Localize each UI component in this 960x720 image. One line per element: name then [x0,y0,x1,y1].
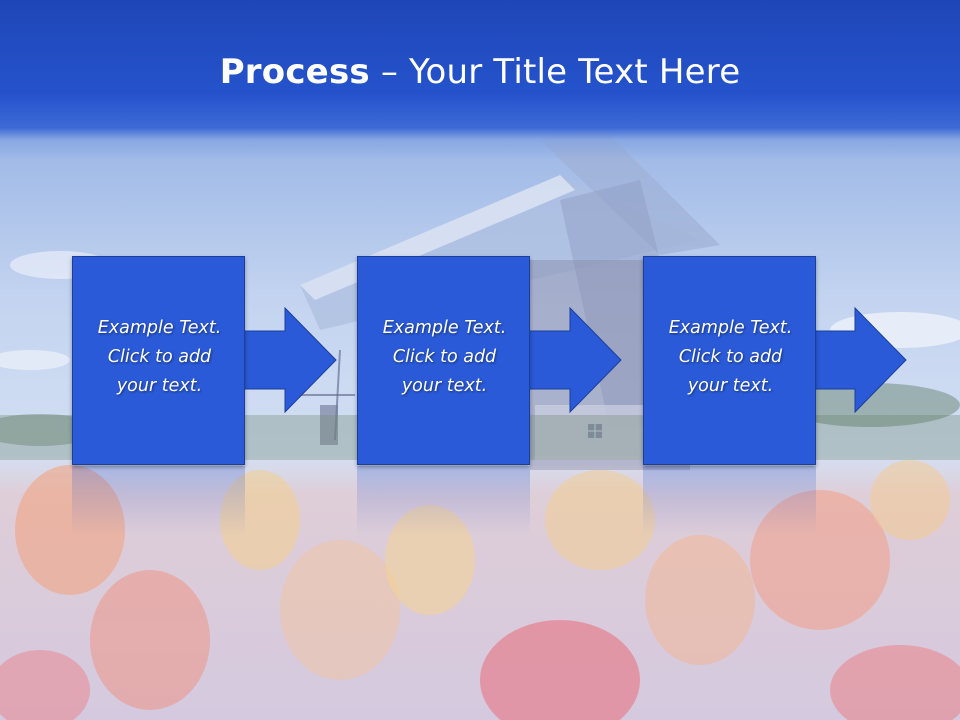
title-band [0,0,960,160]
step-1-line-1: Example Text. [97,318,222,338]
step-1-box[interactable]: Example Text. Click to add your text. [72,256,245,465]
step-3-text: Example Text. Click to add your text. [644,314,817,401]
step-2-box[interactable]: Example Text. Click to add your text. [357,256,530,465]
step-3-line-3: your text. [687,376,774,396]
step-2-line-2: Click to add [392,347,497,367]
step-2-arrow-icon [525,306,622,414]
step-3-arrow-icon [810,306,907,414]
step-2-line-3: your text. [401,376,488,396]
step-1-line-3: your text. [116,376,203,396]
step-3-line-2: Click to add [678,347,783,367]
step-2-line-1: Example Text. [382,318,507,338]
step-1-arrow-icon [240,306,337,414]
step-3-box[interactable]: Example Text. Click to add your text. [643,256,816,465]
step-2-reflection [357,466,530,536]
step-3-reflection [643,466,816,536]
slide-title[interactable]: Process – Your Title Text Here [0,52,960,92]
slide-title-rest: – Your Title Text Here [369,52,741,92]
step-3-line-1: Example Text. [668,318,793,338]
step-1-reflection [72,466,245,536]
step-1-text: Example Text. Click to add your text. [73,314,246,401]
slide-title-bold: Process [219,52,370,92]
step-1-line-2: Click to add [107,347,212,367]
step-2-text: Example Text. Click to add your text. [358,314,531,401]
